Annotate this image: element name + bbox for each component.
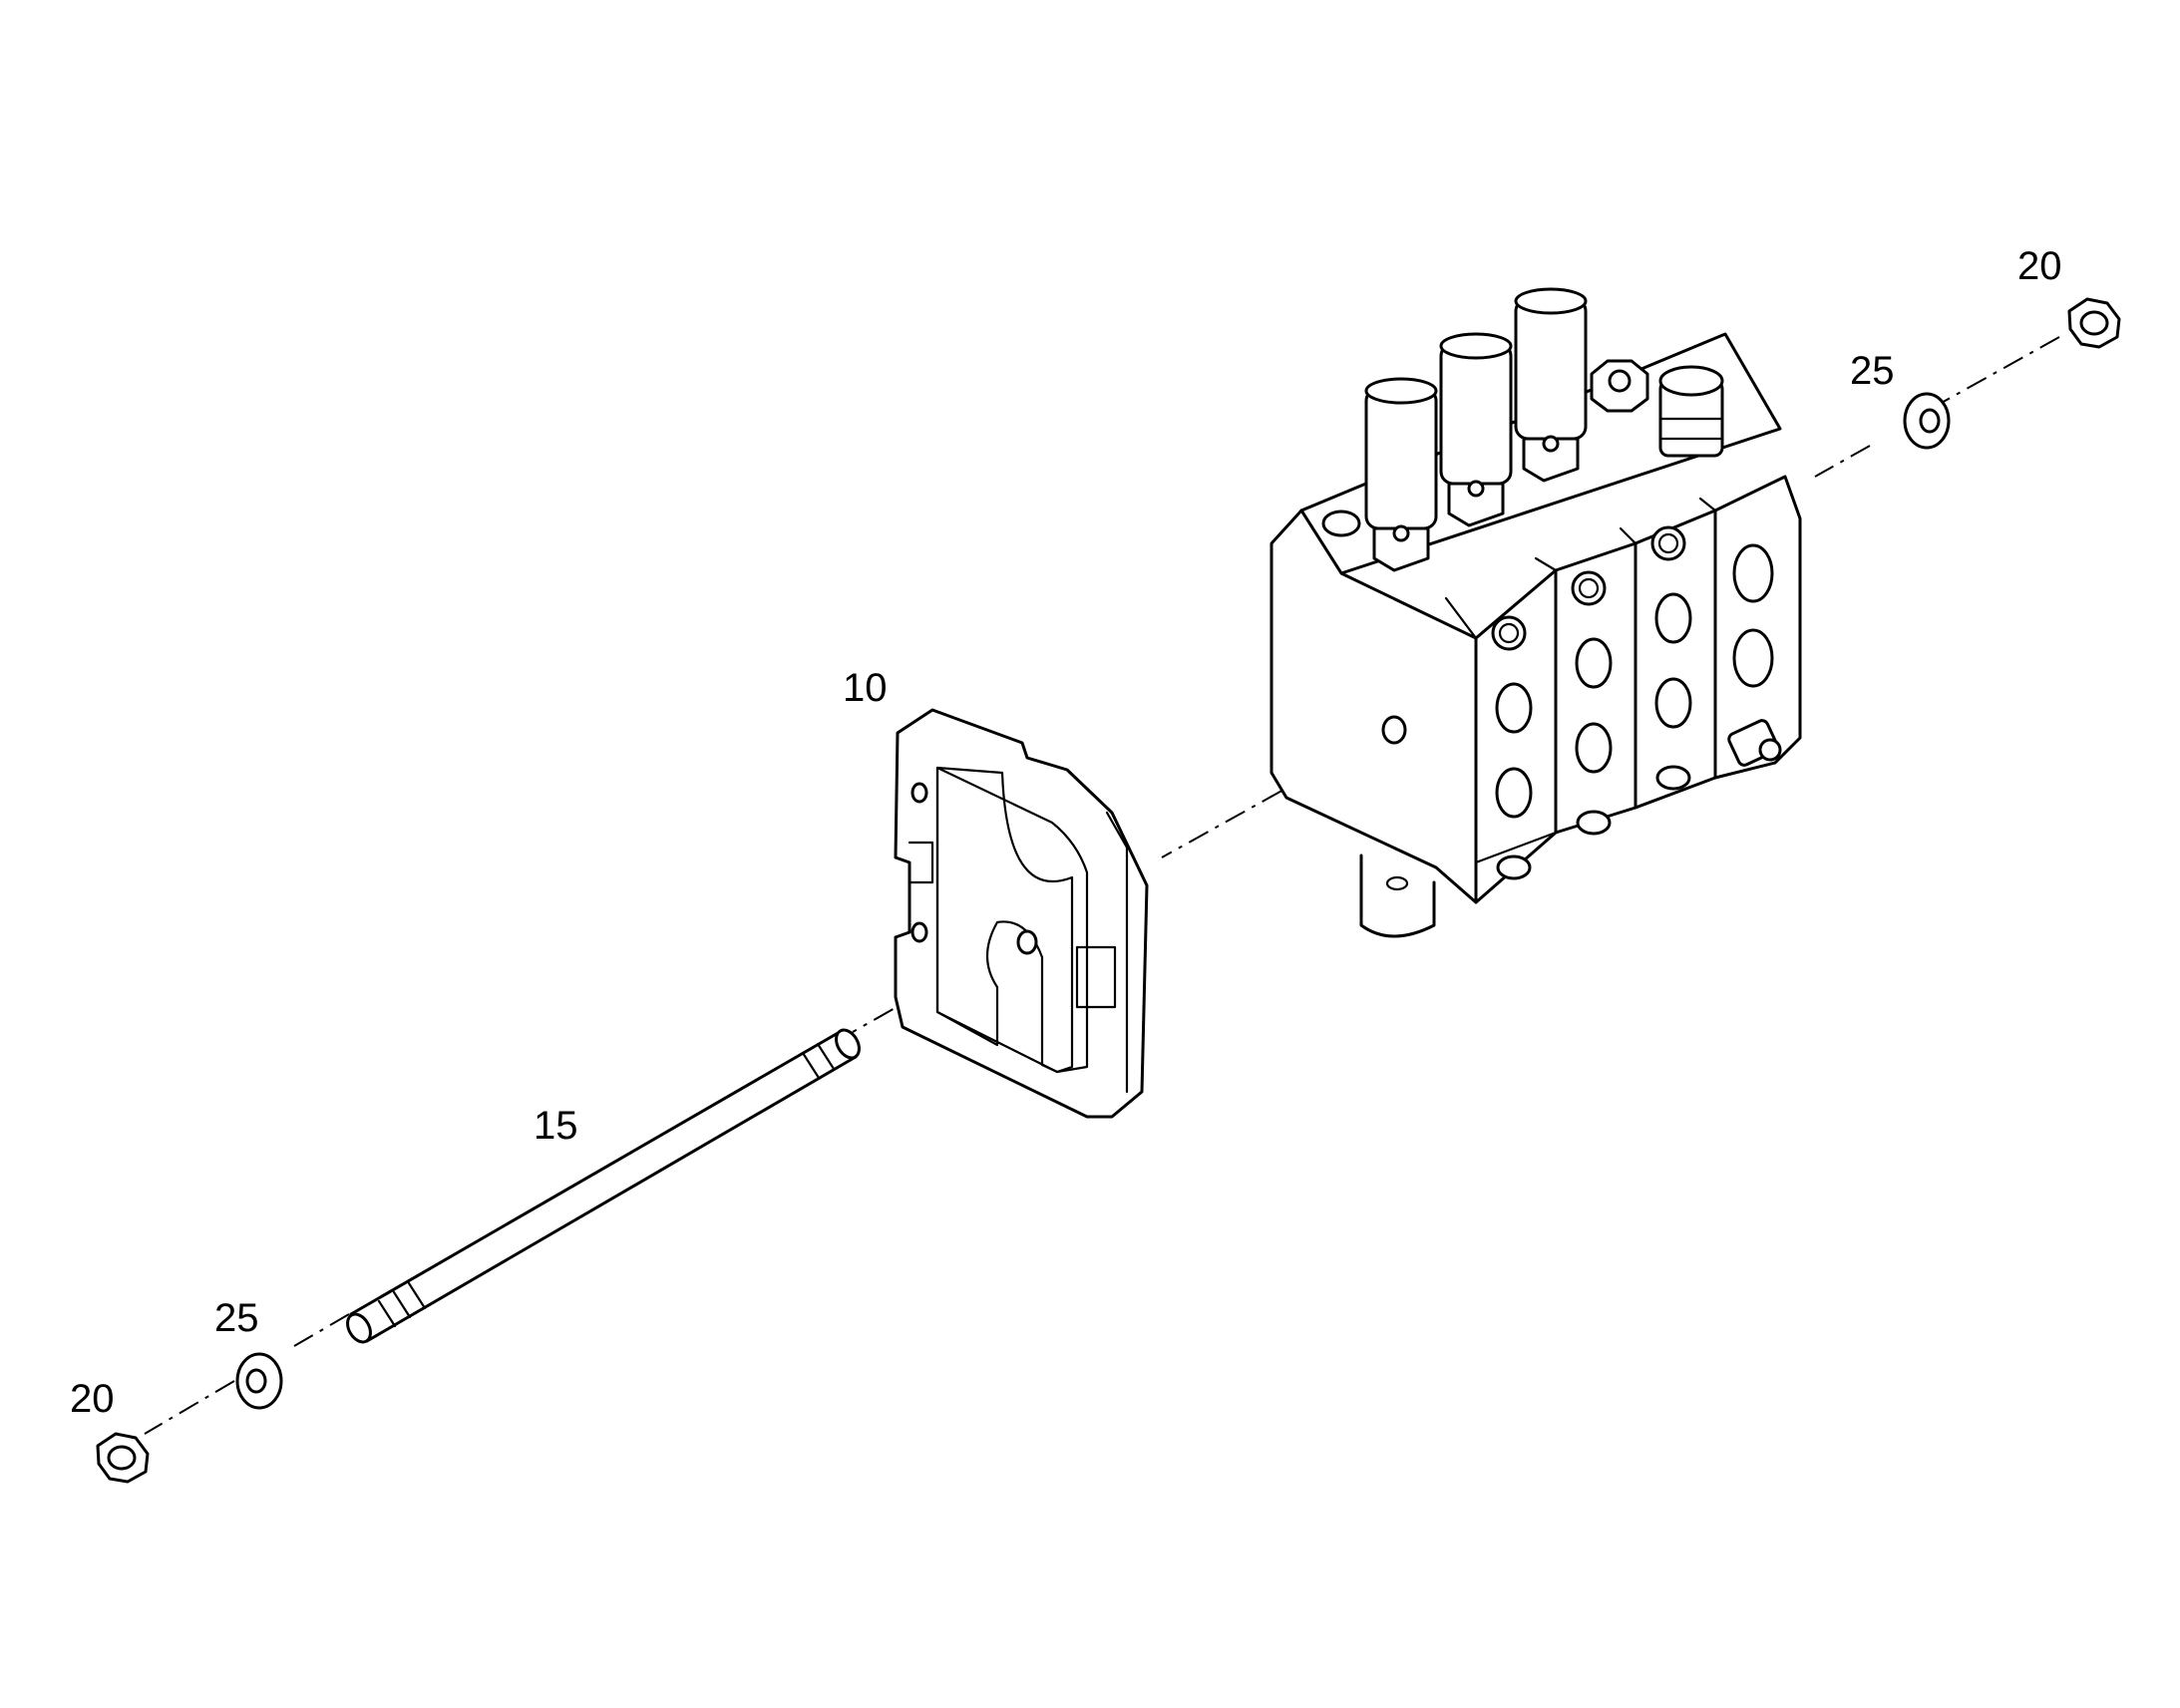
tie-rod [346, 1028, 861, 1344]
callout-washer-left: 25 [214, 1296, 259, 1340]
valve-top-fittings [1590, 359, 1724, 458]
spool-caps [1364, 287, 1724, 572]
nut-right [2067, 297, 2121, 349]
washer-right [1903, 392, 1951, 450]
callout-washer-right: 25 [1850, 349, 1895, 393]
spool-cap-3 [1514, 287, 1588, 483]
spool-cap-2 [1439, 332, 1513, 527]
end-plate [894, 708, 1149, 1119]
spool-cap-1 [1364, 377, 1438, 572]
callout-plate: 10 [843, 666, 888, 710]
callout-nut-left: 20 [70, 1377, 115, 1421]
callouts: 10 15 20 25 25 20 [70, 244, 2062, 1421]
nut-left [96, 1432, 150, 1484]
callout-nut-right: 20 [2017, 244, 2062, 288]
washer-left [235, 1352, 283, 1410]
callout-tie-rod: 15 [534, 1104, 578, 1148]
